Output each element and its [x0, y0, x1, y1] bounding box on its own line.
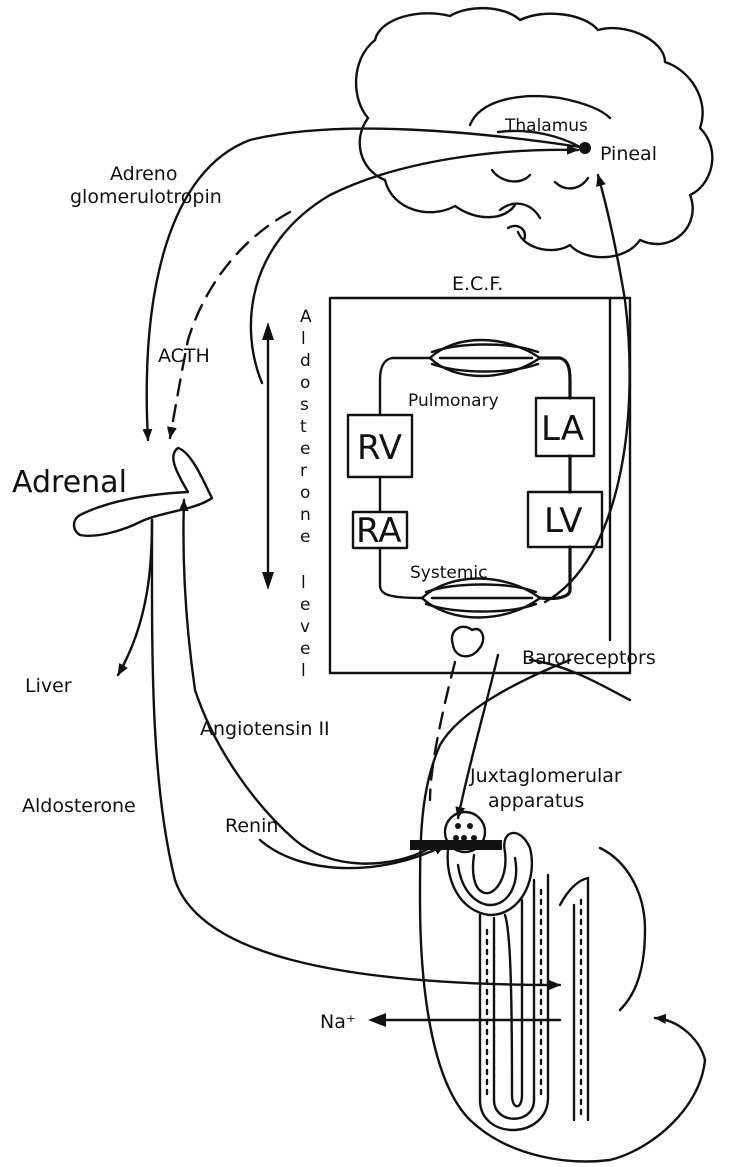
svg-text:d: d: [300, 351, 311, 371]
pulmonary-label: Pulmonary: [408, 391, 499, 411]
ra-label: RA: [356, 511, 402, 551]
la-label: LA: [541, 409, 584, 449]
adreno-label: Adreno: [110, 163, 177, 185]
aldosterone-label: Aldosterone: [22, 795, 136, 817]
pineal-label: Pineal: [600, 143, 657, 165]
systemic-label: Systemic: [410, 563, 487, 583]
nephron: [410, 812, 588, 1130]
juxtaglomerular-label: Juxtaglomerular: [469, 765, 622, 787]
svg-text:t: t: [300, 417, 307, 437]
apparatus-label: apparatus: [488, 790, 584, 812]
baroreceptors-label: Baroreceptors: [522, 647, 656, 669]
ecf-label: E.C.F.: [452, 273, 503, 295]
svg-text:v: v: [300, 617, 310, 637]
angiotensin-arrow: [183, 500, 430, 864]
svg-text:e: e: [300, 595, 310, 615]
acth-label: ACTH: [158, 345, 210, 367]
svg-text:e: e: [300, 439, 310, 459]
svg-text:o: o: [300, 483, 310, 503]
systemic-capillary-bed: [422, 579, 540, 618]
adreno-glomerulotropin-arrow: [147, 129, 580, 440]
svg-text:l: l: [301, 573, 306, 593]
liver-label: Liver: [25, 675, 72, 697]
liver-arrow: [118, 520, 152, 675]
pulmonary-capillary-bed: [430, 340, 540, 376]
svg-text:o: o: [300, 373, 310, 393]
thalamus-label: Thalamus: [504, 116, 588, 136]
glomerulotropin-label: glomerulotropin: [70, 186, 222, 208]
svg-text:l: l: [301, 329, 306, 349]
rv-label: RV: [357, 428, 402, 468]
svg-text:r: r: [300, 461, 307, 481]
svg-text:A: A: [300, 307, 312, 327]
svg-text:e: e: [300, 527, 310, 547]
acth-arrow: [170, 212, 290, 438]
renin-label: Renin: [225, 815, 278, 837]
angiotensin-label: Angiotensin II: [200, 718, 330, 740]
aldosterone-arrow: [152, 520, 560, 985]
svg-text:s: s: [300, 395, 309, 415]
baroreceptor-blob: [452, 627, 483, 656]
sodium-label: Na⁺: [320, 1011, 356, 1033]
adrenal-label: Adrenal: [12, 465, 127, 500]
pineal-marker: [579, 142, 591, 154]
kidney-outline: [420, 660, 705, 1161]
svg-text:e: e: [300, 639, 310, 659]
svg-text:l: l: [301, 661, 306, 681]
aldosterone-level-label: A l d o s t e r o n e l e v e l: [300, 307, 312, 681]
lv-label: LV: [544, 501, 582, 541]
svg-text:n: n: [300, 505, 311, 525]
